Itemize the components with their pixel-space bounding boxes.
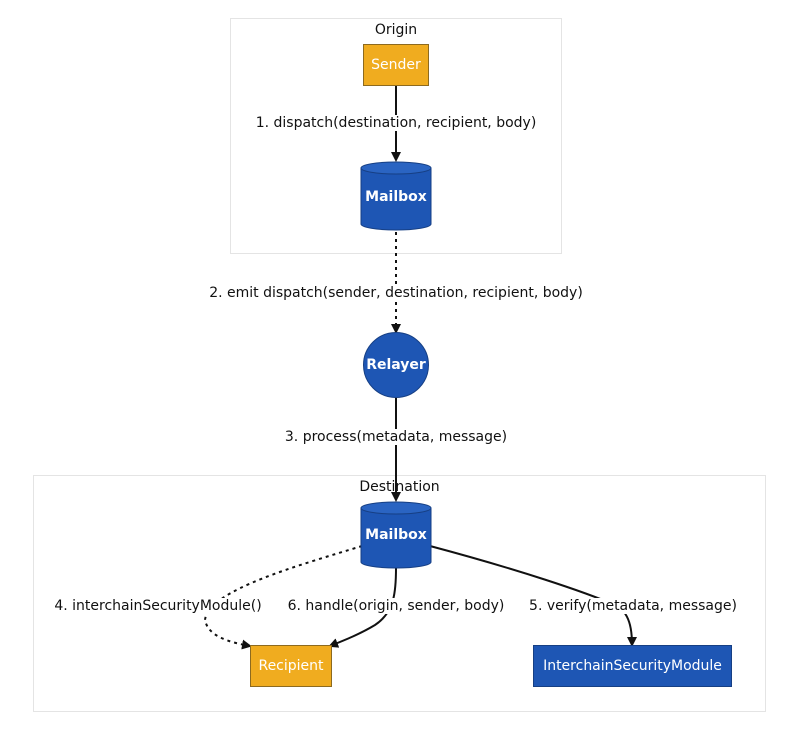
destination-mailbox-cylinder — [360, 501, 432, 569]
origin-mailbox-label: Mailbox — [365, 189, 427, 205]
origin-cluster-label: Origin — [374, 22, 418, 38]
edge-label-verify: 5. verify(metadata, message) — [527, 598, 739, 614]
sender-label: Sender — [371, 57, 421, 73]
origin-mailbox-node: Mailbox — [361, 174, 431, 220]
relayer-node: Relayer — [363, 332, 429, 398]
destination-cluster: Destination — [33, 475, 766, 712]
edge-label-dispatch: 1. dispatch(destination, recipient, body… — [253, 115, 539, 131]
origin-mailbox-cylinder — [360, 161, 432, 231]
ism-label: InterchainSecurityModule — [543, 658, 722, 674]
edge-ism-query — [203, 545, 363, 650]
edge-handle — [328, 567, 397, 648]
edge-label-handle: 6. handle(origin, sender, body) — [285, 598, 507, 614]
destination-cluster-label: Destination — [359, 479, 440, 495]
destination-mailbox-label: Mailbox — [365, 527, 427, 543]
edge-label-process: 3. process(metadata, message) — [282, 429, 510, 445]
relayer-label: Relayer — [366, 357, 426, 373]
edge-verify — [429, 545, 637, 647]
sender-node: Sender — [363, 44, 429, 86]
edge-label-ism-query: 4. interchainSecurityModule() — [52, 598, 264, 614]
recipient-node: Recipient — [250, 645, 332, 687]
destination-mailbox-node: Mailbox — [361, 512, 431, 558]
recipient-label: Recipient — [258, 658, 324, 674]
edge-label-emit: 2. emit dispatch(sender, destination, re… — [207, 285, 585, 301]
ism-node: InterchainSecurityModule — [533, 645, 732, 687]
